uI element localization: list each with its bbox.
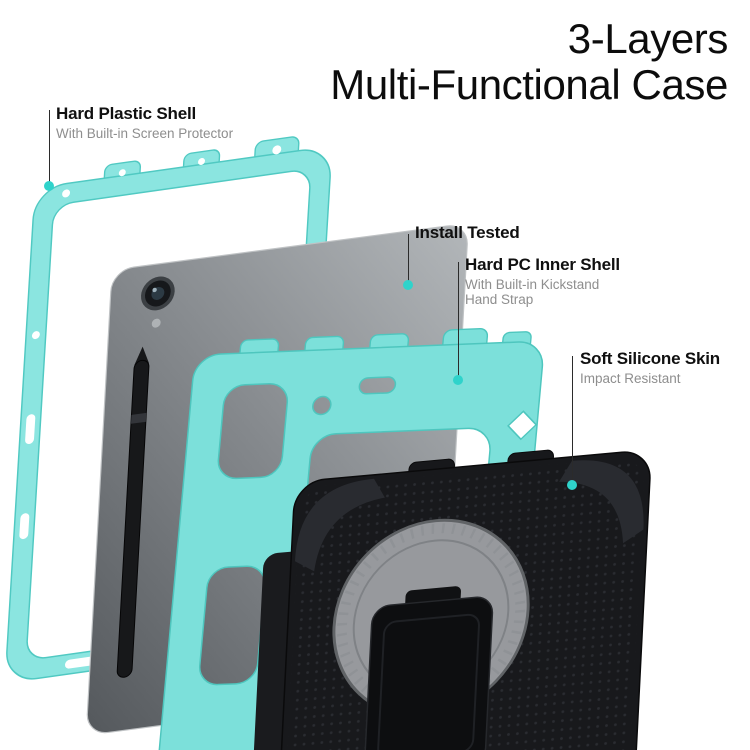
- callout-title: Hard Plastic Shell: [56, 104, 197, 123]
- callout-subtitle: With Built-in Screen Protector: [56, 126, 234, 141]
- callout-title: Install Tested: [415, 223, 520, 242]
- camera-highlight: [152, 287, 157, 293]
- callout-line-install-tested: [408, 234, 410, 282]
- frame-bottom-slot: [64, 656, 95, 669]
- s-pen: [116, 359, 150, 678]
- callout-line-hard-pc-inner-shell: [458, 262, 460, 378]
- callout-hard-pc-inner-shell: Hard PC Inner Shell With Built-in Kickst…: [465, 255, 620, 307]
- frame-button-hole: [198, 158, 205, 166]
- frame-corner-hole: [62, 189, 71, 198]
- s-pen-band: [130, 412, 147, 424]
- callout-dot-install-tested: [403, 280, 413, 290]
- frame-side-slot: [19, 513, 30, 540]
- callout-line-soft-silicone-skin: [572, 356, 574, 482]
- callout-hard-plastic-shell: Hard Plastic Shell With Built-in Screen …: [56, 104, 233, 143]
- callout-soft-silicone-skin: Soft Silicone Skin Impact Resistant: [580, 349, 720, 388]
- callout-title: Hard PC Inner Shell: [465, 255, 620, 274]
- frame-button-hole: [272, 145, 282, 155]
- callout-subtitle: Hand Strap: [465, 292, 534, 307]
- corner-bumper: [294, 478, 385, 572]
- page-title: 3-Layers Multi-Functional Case: [330, 16, 728, 108]
- callout-dot-hard-plastic-shell: [44, 181, 54, 191]
- callout-dot-hard-pc-inner-shell: [453, 375, 463, 385]
- callout-install-tested: Install Tested: [415, 223, 520, 245]
- kickstand-plate-detail: [377, 613, 480, 750]
- frame-side-hole: [31, 331, 40, 340]
- callout-dot-soft-silicone-skin: [567, 480, 577, 490]
- corner-bumper: [559, 460, 644, 544]
- callout-line-hard-plastic-shell: [49, 110, 51, 182]
- camera-flash: [151, 318, 161, 328]
- soft-silicone-skin-layer: [248, 449, 651, 750]
- callout-subtitle: With Built-in Kickstand: [465, 277, 600, 292]
- kickstand-plate: [364, 596, 494, 750]
- callout-title: Soft Silicone Skin: [580, 349, 720, 368]
- title-line1: 3-Layers: [567, 15, 729, 62]
- frame-button-hole: [118, 169, 126, 177]
- title-line2: Multi-Functional Case: [330, 60, 728, 108]
- frame-side-slot: [25, 414, 36, 445]
- callout-subtitle: Impact Resistant: [580, 371, 681, 386]
